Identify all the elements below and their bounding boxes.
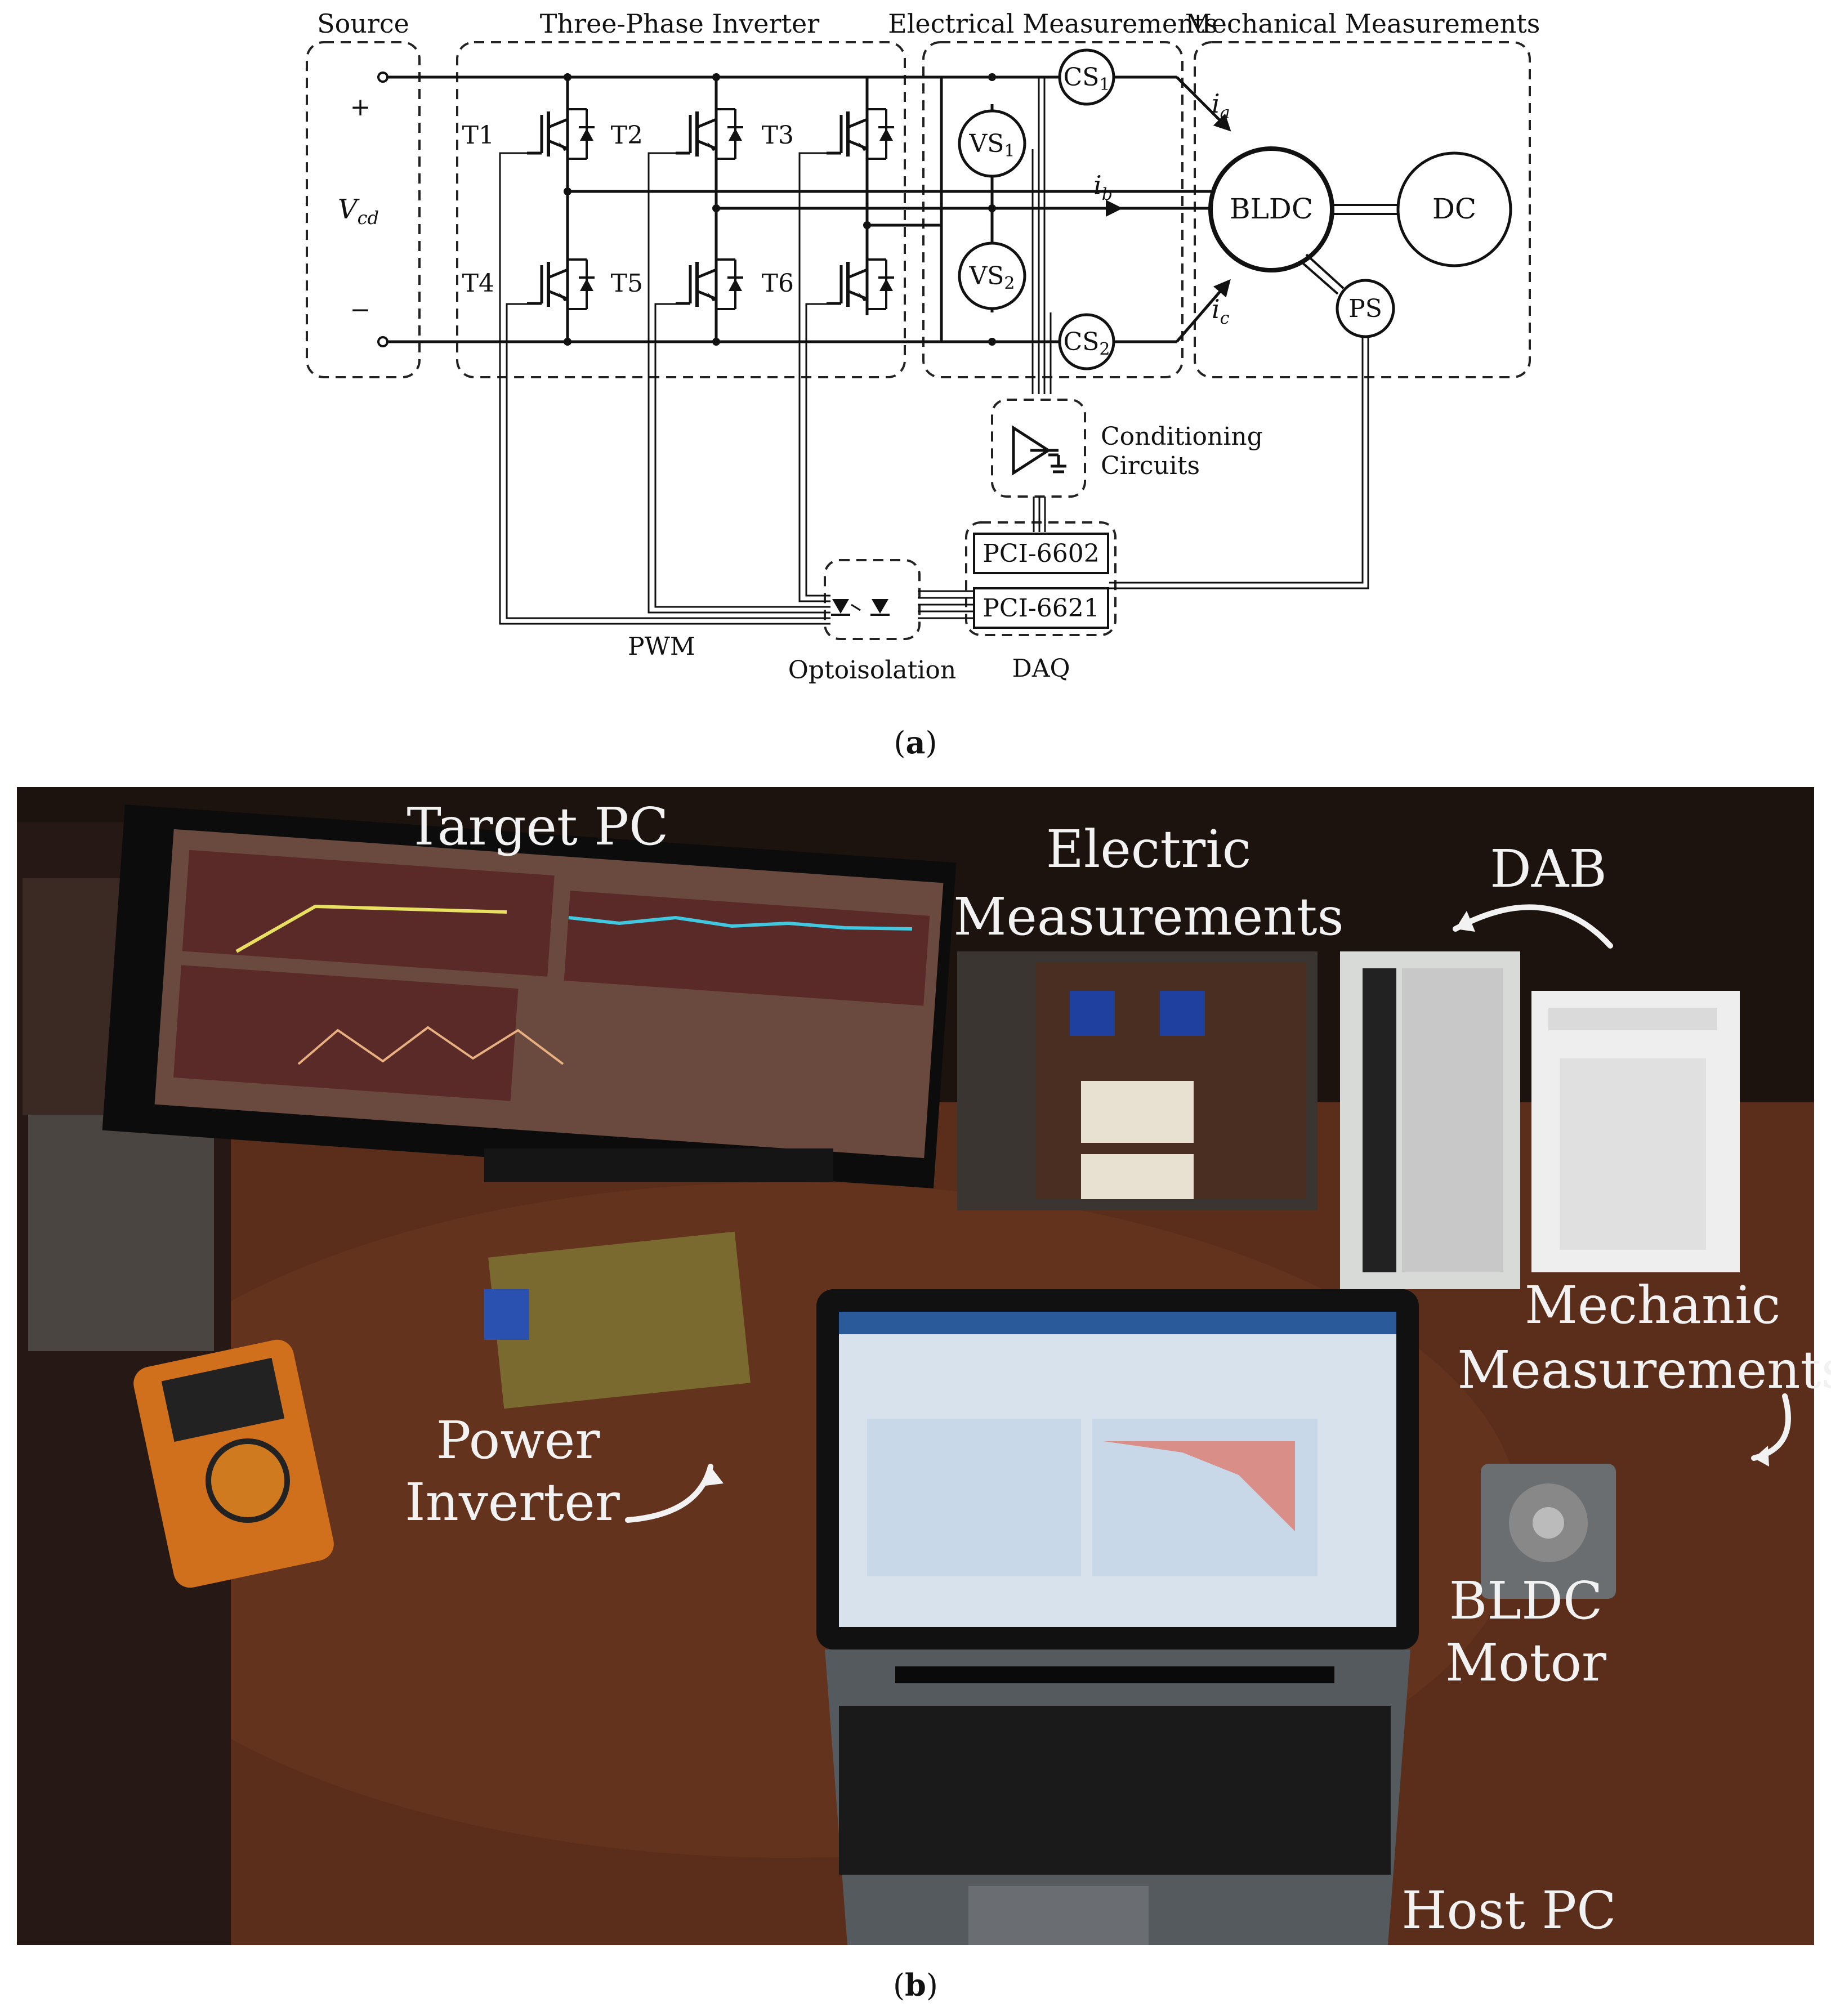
transistor-t3-symbol: [827, 106, 894, 162]
dc-label: DC: [1432, 193, 1476, 225]
electrical-header: Electrical Measurements: [888, 8, 1218, 39]
vs2-circle: [958, 242, 1026, 310]
opto-label: Optoisolation: [788, 656, 956, 685]
pci-6621-card: [973, 587, 1109, 629]
source-box: [306, 41, 421, 378]
mechanical-header: Mechanical Measurements: [1185, 8, 1540, 39]
caption-b: (b): [893, 1967, 938, 2003]
pwm-label: PWM: [628, 632, 695, 661]
bldc-motor: [1481, 1464, 1616, 1599]
electric-measurement-board: [957, 951, 1318, 1210]
vs2-label: VS2: [968, 262, 1015, 293]
transistor-t4-symbol: [527, 256, 595, 312]
circuit-diagram: Source Three-Phase Inverter Electrical M…: [306, 8, 1540, 761]
transistor-t3-label: T3: [762, 121, 794, 150]
dab-breakout-box: [1340, 951, 1740, 1289]
current-ia-label: ia: [1212, 88, 1230, 123]
current-ib-label: ib: [1093, 170, 1113, 204]
source-voltage-label: Vcd: [338, 194, 379, 229]
transistor-t1-symbol: [527, 106, 595, 162]
cs1-circle: [1058, 48, 1115, 106]
inverter-box: [456, 41, 906, 378]
cs1-label: CS1: [1064, 63, 1110, 95]
bldc-label: BLDC: [1230, 193, 1313, 225]
cs2-label: CS2: [1064, 328, 1110, 359]
mechanic-label-2: Measurements: [1457, 1340, 1831, 1400]
transistor-t2-symbol: [676, 106, 743, 162]
dab-label: DAB: [1490, 839, 1607, 899]
optocoupler-icon: [830, 598, 891, 616]
bldc-label-1: BLDC: [1449, 1571, 1603, 1631]
conditioning-label-2: Circuits: [1101, 452, 1200, 480]
electric-label-1: Electric: [1046, 819, 1251, 879]
transistor-t6-label: T6: [762, 269, 794, 298]
ps-label: PS: [1348, 294, 1382, 323]
vs1-label: VS1: [968, 129, 1015, 161]
transistor-t5-label: T5: [611, 269, 643, 298]
current-ic-label: ic: [1212, 294, 1230, 328]
conditioning-box: [991, 399, 1086, 498]
power-label-2: Inverter: [405, 1472, 619, 1532]
dab-arrow-icon: [1453, 904, 1613, 949]
bldc-label-2: Motor: [1445, 1633, 1606, 1693]
vs1-circle: [958, 109, 1026, 178]
minus-sign: −: [350, 296, 371, 324]
positive-terminal: [377, 71, 388, 83]
cs2-circle: [1058, 313, 1115, 370]
transistor-t2-label: T2: [611, 121, 643, 150]
source-header: Source: [317, 8, 409, 39]
pci-6602-label: PCI-6602: [983, 539, 1100, 568]
transistor-t6-symbol: [827, 256, 894, 312]
transistor-t4-label: T4: [462, 269, 494, 298]
bldc-circle: [1208, 146, 1334, 272]
setup-photo: Target PC Electric Measurements DAB Mech…: [17, 787, 1831, 1945]
transistor-t5-symbol: [676, 256, 743, 312]
inverter-header: Three-Phase Inverter: [540, 8, 819, 39]
pci-6621-label: PCI-6621: [983, 594, 1100, 623]
multimeter: [133, 1339, 334, 1588]
pci-6602-card: [973, 533, 1109, 574]
power-label-1: Power: [436, 1410, 600, 1470]
dc-circle: [1396, 151, 1512, 267]
plus-sign: +: [350, 93, 371, 122]
ps-circle: [1336, 279, 1395, 338]
transistor-t1-label: T1: [462, 121, 494, 150]
host-pc-laptop: [816, 1289, 1419, 1945]
mechanic-label-1: Mechanic: [1525, 1275, 1780, 1335]
caption-a: (a): [894, 725, 937, 761]
negative-terminal: [377, 336, 388, 347]
electric-label-2: Measurements: [953, 887, 1344, 947]
power-inverter-board: [484, 1231, 751, 1409]
daq-box: [965, 521, 1117, 636]
opto-box: [824, 559, 921, 640]
amplifier-icon: [1012, 425, 1066, 476]
target-pc-monitor: [102, 804, 957, 1188]
daq-label: DAQ: [1012, 654, 1070, 683]
host-pc-label: Host PC: [1401, 1880, 1616, 1941]
target-pc-label: Target PC: [407, 797, 669, 857]
conditioning-label-1: Conditioning: [1101, 422, 1263, 451]
